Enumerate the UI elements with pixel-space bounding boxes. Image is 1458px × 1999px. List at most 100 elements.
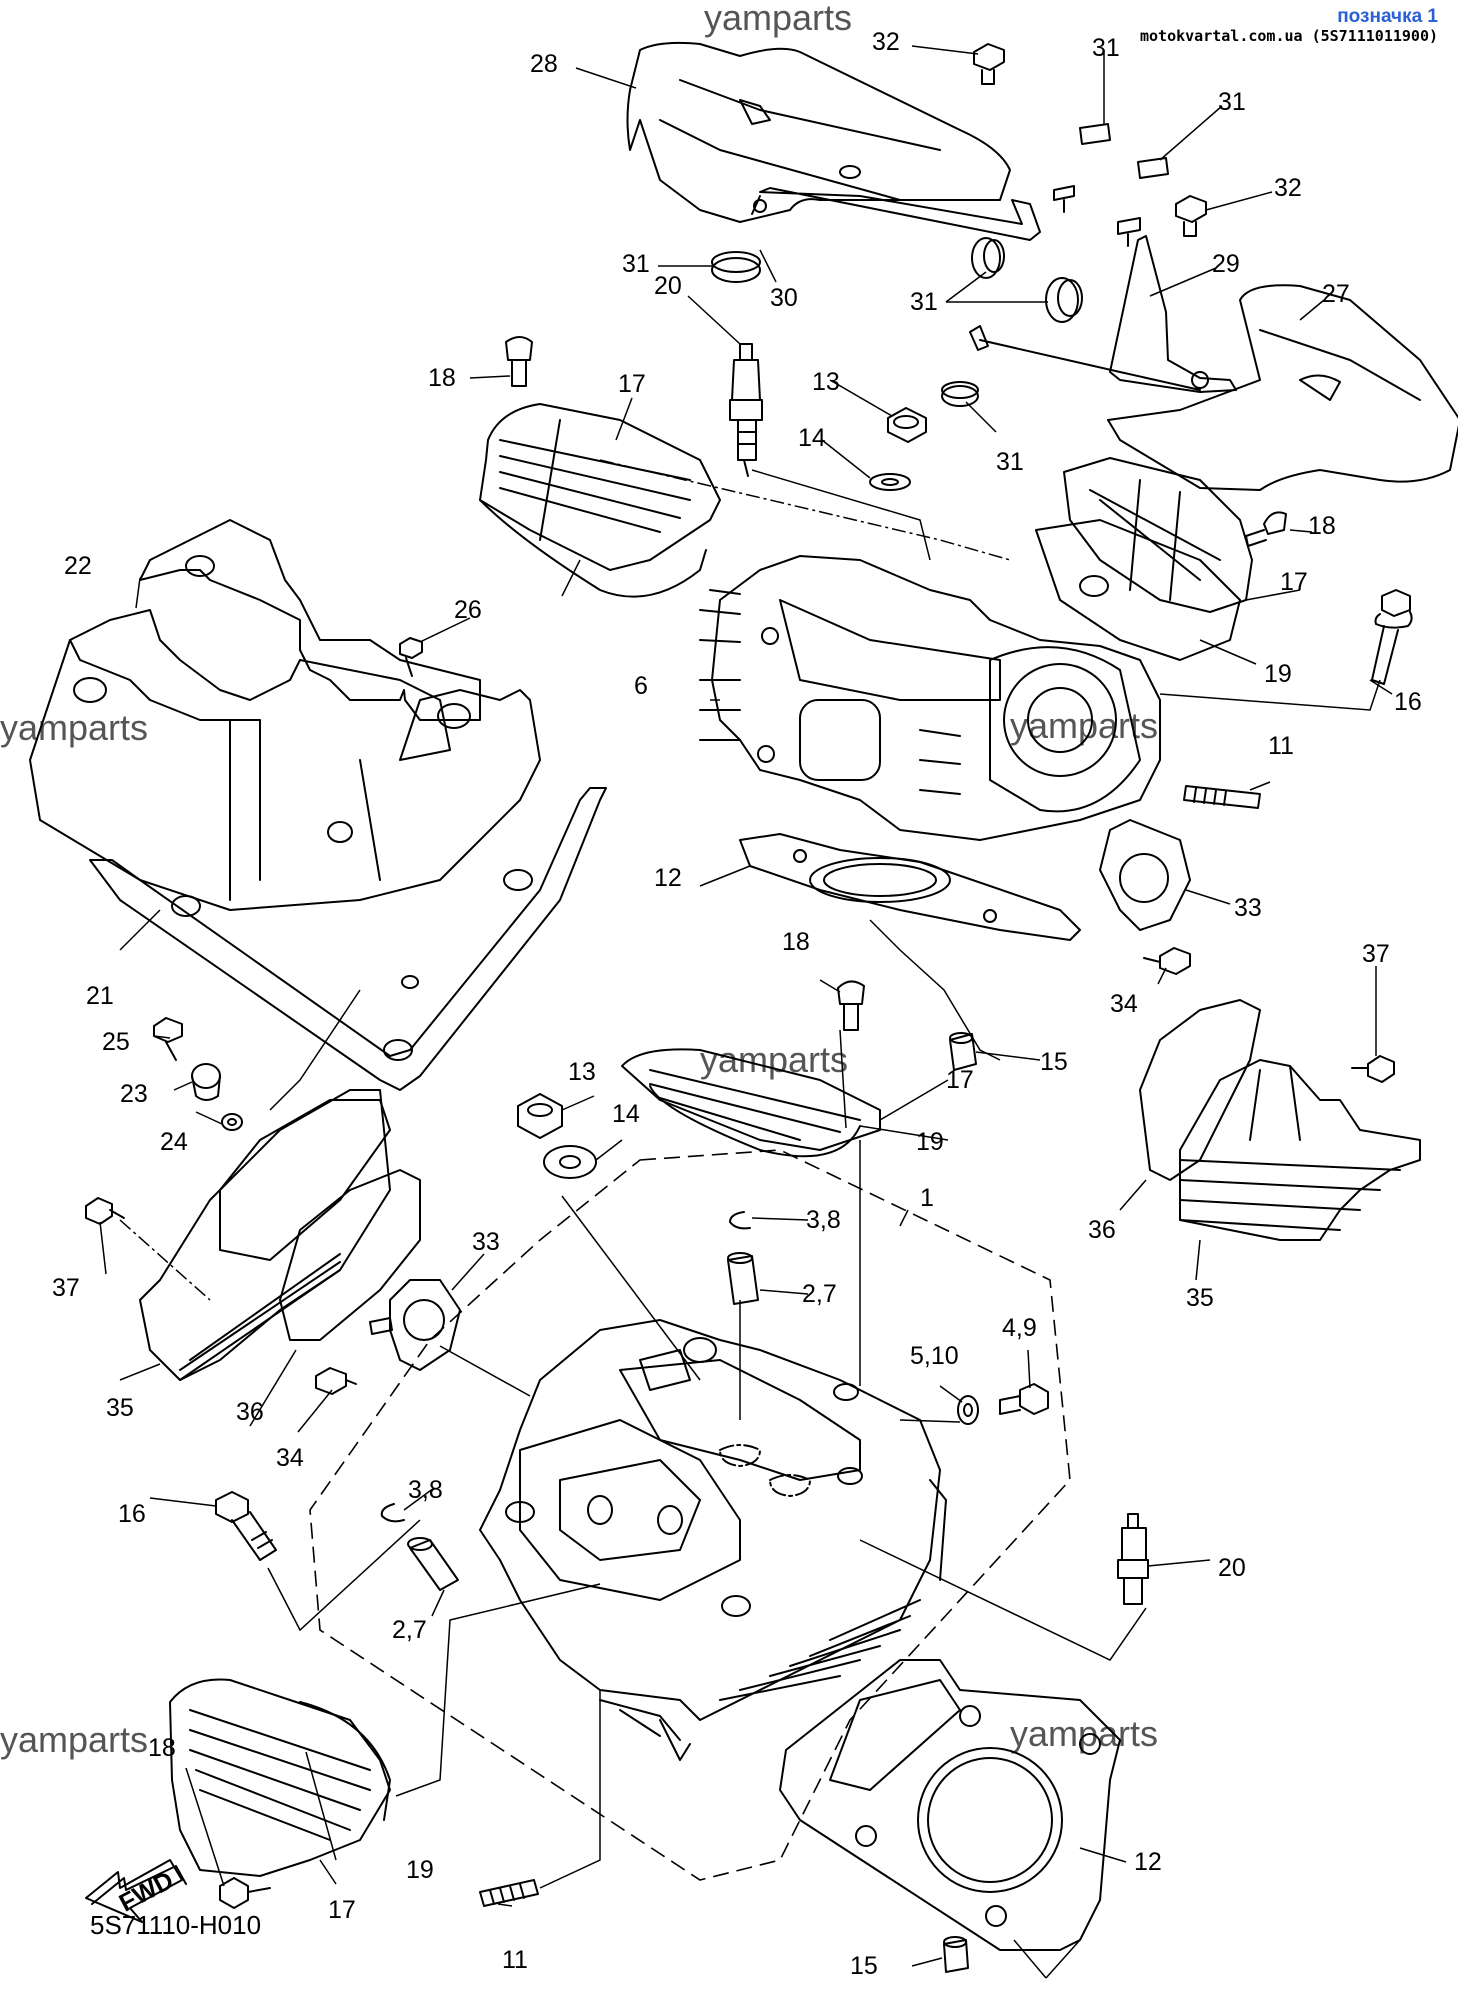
callout-19-lower: 19 (406, 1856, 434, 1884)
part-18-bolt-center (837, 980, 865, 1031)
callout-31-mid: 31 (910, 288, 938, 316)
part-37-bolt-left (85, 1197, 125, 1225)
part-18-bolt-lower (219, 1877, 271, 1909)
watermark-bottom-right: yamparts (1010, 1713, 1158, 1754)
callout-17-lower: 17 (328, 1896, 356, 1924)
header-title: позначка 1 (1337, 6, 1438, 27)
callout-11-upper: 11 (1268, 732, 1294, 760)
part-17-valve-cover-center (621, 1048, 881, 1151)
callout-27: 27 (1322, 280, 1350, 308)
callout-37-right: 37 (1362, 940, 1390, 968)
callout-12-lower: 12 (1134, 1848, 1162, 1876)
part-31-collar-1 (1053, 185, 1075, 213)
callout-36-left: 36 (236, 1398, 264, 1426)
part-19-gasket-right (1035, 519, 1241, 661)
part-35-side-cover-right (1179, 1059, 1421, 1241)
part-2-7-valve-guide-lower (407, 1537, 459, 1591)
part-31-grommet-a (711, 251, 761, 283)
watermark-left: yamparts (0, 707, 148, 748)
callout-32-top: 32 (872, 28, 900, 56)
callout-2-7-upper: 2,7 (802, 1280, 837, 1308)
callout-16-right: 16 (1394, 688, 1422, 716)
part-34-bolt-left (315, 1367, 357, 1395)
part-36-gasket-left (279, 1169, 421, 1341)
callout-30: 30 (770, 284, 798, 312)
callout-17-right: 17 (1280, 568, 1308, 596)
callout-3-8-upper: 3,8 (806, 1206, 841, 1234)
callout-36-right: 36 (1088, 1216, 1116, 1244)
part-14-washer-center (543, 1145, 597, 1179)
callout-11-lower: 11 (502, 1946, 528, 1974)
callout-18-center: 18 (782, 928, 810, 956)
callout-14-center: 14 (612, 1100, 640, 1128)
part-16-bolt-left (215, 1491, 277, 1561)
callout-labels: 28 32 31 31 32 29 27 31 30 31 20 13 14 3… (52, 28, 1422, 1980)
callout-15-upper: 15 (1040, 1048, 1068, 1076)
callout-34-upper: 34 (1110, 990, 1138, 1018)
callout-15-lower: 15 (850, 1952, 878, 1980)
part-19-gasket-lower (299, 1701, 391, 1821)
part-31-damper-1 (1079, 123, 1111, 145)
part-20-spark-plug-lower (1117, 1513, 1149, 1605)
callout-33-upper: 33 (1234, 894, 1262, 922)
callout-19-right: 19 (1264, 660, 1292, 688)
part-37-bolt-right (1351, 1055, 1395, 1083)
part-14-washer-upper (869, 473, 911, 491)
part-11-stud-upper (1183, 785, 1261, 809)
part-32-bolt-upper (973, 43, 1005, 85)
part-4-9-bolt (999, 1383, 1049, 1415)
part-18-bolt-right (1245, 511, 1287, 547)
watermark-top: yamparts (704, 0, 852, 38)
callout-18-upper: 18 (428, 364, 456, 392)
part-19-gasket-center (649, 1085, 861, 1158)
callout-3-8-lower: 3,8 (408, 1476, 443, 1504)
callout-25: 25 (102, 1028, 130, 1056)
part-27-duct-cover (1107, 284, 1458, 491)
callout-13-center: 13 (568, 1058, 596, 1086)
part-12-gasket-upper (739, 833, 1081, 941)
callout-31-top: 31 (1092, 34, 1120, 62)
part-15-dowel-lower (943, 1936, 969, 1973)
part-17-valve-cover-lower (169, 1678, 391, 1877)
callout-31-right: 31 (1218, 88, 1246, 116)
part-16-bolt-right (1371, 589, 1413, 685)
part-26-bolt (399, 637, 423, 677)
part-33-plate-upper (1099, 819, 1191, 931)
part-17-valve-cover-upper (479, 403, 721, 571)
part-28-duct-cover (626, 41, 1011, 223)
part-3-8-clip-upper (729, 1211, 751, 1230)
part-31-grommet-c (1045, 277, 1083, 323)
part-35-side-cover-left (139, 1089, 391, 1381)
callout-5-10: 5,10 (910, 1342, 959, 1370)
callout-26: 26 (454, 596, 482, 624)
callout-16-left: 16 (118, 1500, 146, 1528)
part-20-spark-plug-upper (729, 343, 763, 477)
part-12-gasket-lower (779, 1659, 1121, 1951)
header-block: позначка 1 motokvartal.com.ua (5S7111011… (1140, 6, 1438, 45)
callout-35-left: 35 (106, 1394, 134, 1422)
part-29-bracket (969, 235, 1237, 393)
callout-29: 29 (1212, 250, 1240, 278)
callout-12-upper: 12 (654, 864, 682, 892)
callout-20-lower: 20 (1218, 1554, 1246, 1582)
watermark-center: yamparts (700, 1039, 848, 1080)
part-13-nut-upper (887, 407, 927, 443)
header-site: motokvartal.com.ua (5S7111011900) (1139, 26, 1438, 45)
callout-23: 23 (120, 1080, 148, 1108)
callout-17-center: 17 (946, 1066, 974, 1094)
part-31-grommet-b (971, 237, 1005, 279)
callout-14-upper: 14 (798, 424, 826, 452)
part-1-cylinder-head-front (479, 1319, 947, 1761)
assembly-1-boundary (309, 1149, 1071, 1881)
part-36-gasket-right (1139, 999, 1261, 1181)
callout-33-left: 33 (472, 1228, 500, 1256)
leader-lines (99, 45, 1393, 1979)
callout-13-upper: 13 (812, 368, 840, 396)
part-23-grommet (191, 1063, 221, 1101)
callout-19-center: 19 (916, 1128, 944, 1156)
callout-17-upper: 17 (618, 370, 646, 398)
part-22-side-cover (29, 519, 541, 911)
part-5-10-washer (957, 1395, 979, 1425)
part-6-cylinder-head-rear (699, 555, 1161, 841)
